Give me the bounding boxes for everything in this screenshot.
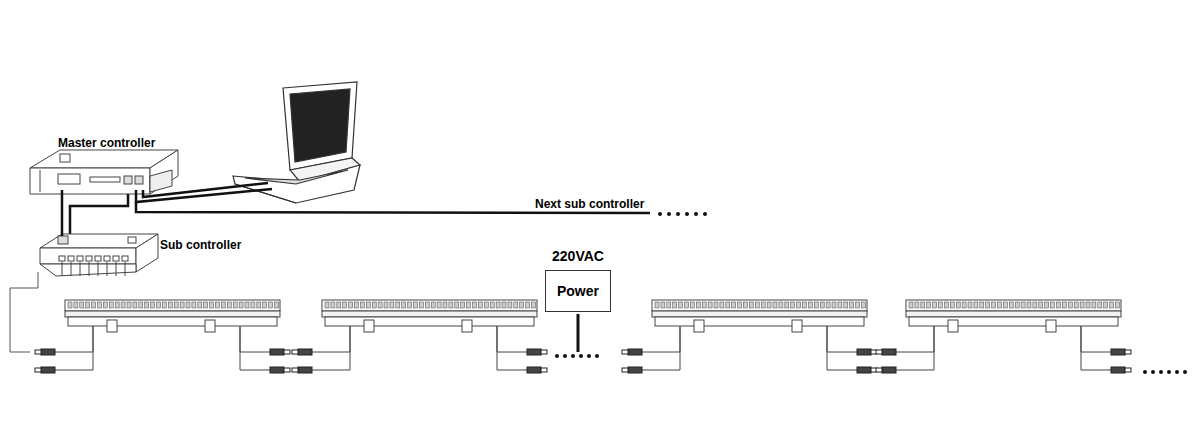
control-cable — [61, 190, 64, 236]
power-label: Power — [545, 270, 611, 312]
power-box: 220VAC Power — [545, 248, 611, 316]
controller-device: Sub controller — [40, 234, 158, 276]
device-label: Sub controller — [160, 238, 241, 252]
voltage-label: 220VAC — [545, 248, 611, 264]
device-label: Master controller — [58, 136, 155, 150]
sub-controller-device — [40, 234, 158, 276]
controller-device: Master controller — [30, 136, 180, 198]
master-controller-device — [30, 150, 178, 194]
wire-label: Next sub controller — [533, 197, 646, 211]
